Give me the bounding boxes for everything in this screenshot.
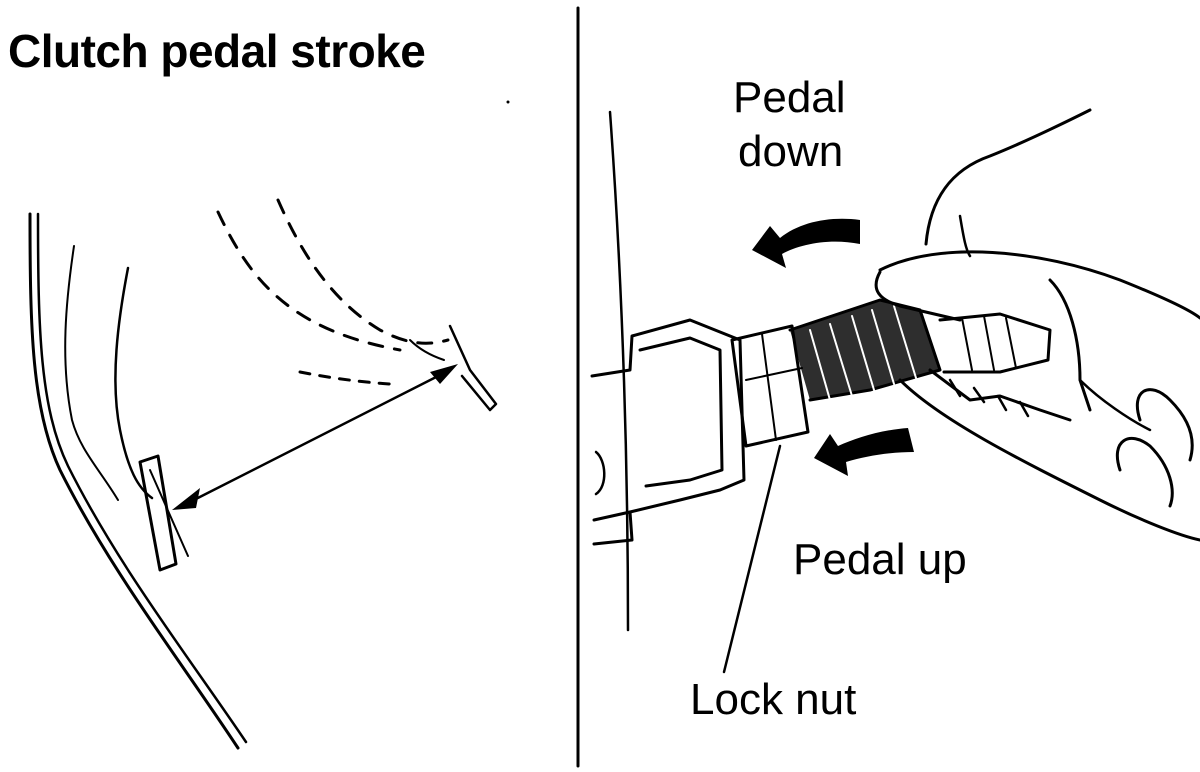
pedal-pad	[138, 454, 189, 572]
floor-line-inner	[36, 212, 248, 744]
lock-nut-leader	[722, 444, 782, 674]
pedal-up-arrow	[814, 428, 914, 476]
threaded-rod	[788, 298, 1052, 402]
stroke-measure-line	[184, 370, 448, 506]
pedal-depressed	[448, 324, 498, 412]
pedal-arm	[114, 266, 154, 500]
arrow-head-right	[430, 364, 458, 384]
pliers-icon	[874, 250, 1200, 542]
lock-nut-part	[730, 324, 810, 448]
pedal-down-label-line2: down	[738, 127, 844, 176]
floor-line-third	[64, 245, 119, 501]
lock-nut-label: Lock nut	[690, 675, 857, 724]
body-edge	[608, 110, 630, 632]
pedal-down-label-line1: Pedal	[733, 73, 846, 122]
pedal-travel-dashed-1	[216, 210, 402, 352]
arrow-head-left	[172, 488, 200, 510]
left-panel-drawing	[28, 100, 510, 750]
pedal-up-label: Pedal up	[793, 535, 967, 584]
clevis-bracket	[590, 318, 746, 546]
diagram-title: Clutch pedal stroke	[8, 25, 426, 77]
pedal-travel-dashed-2	[276, 198, 450, 345]
floor-line-outer	[28, 212, 240, 750]
pedal-down-arrow	[752, 218, 860, 268]
hand-icon	[924, 108, 1194, 508]
pedal-travel-dashed-3	[298, 370, 392, 386]
right-panel-drawing	[590, 108, 1200, 674]
